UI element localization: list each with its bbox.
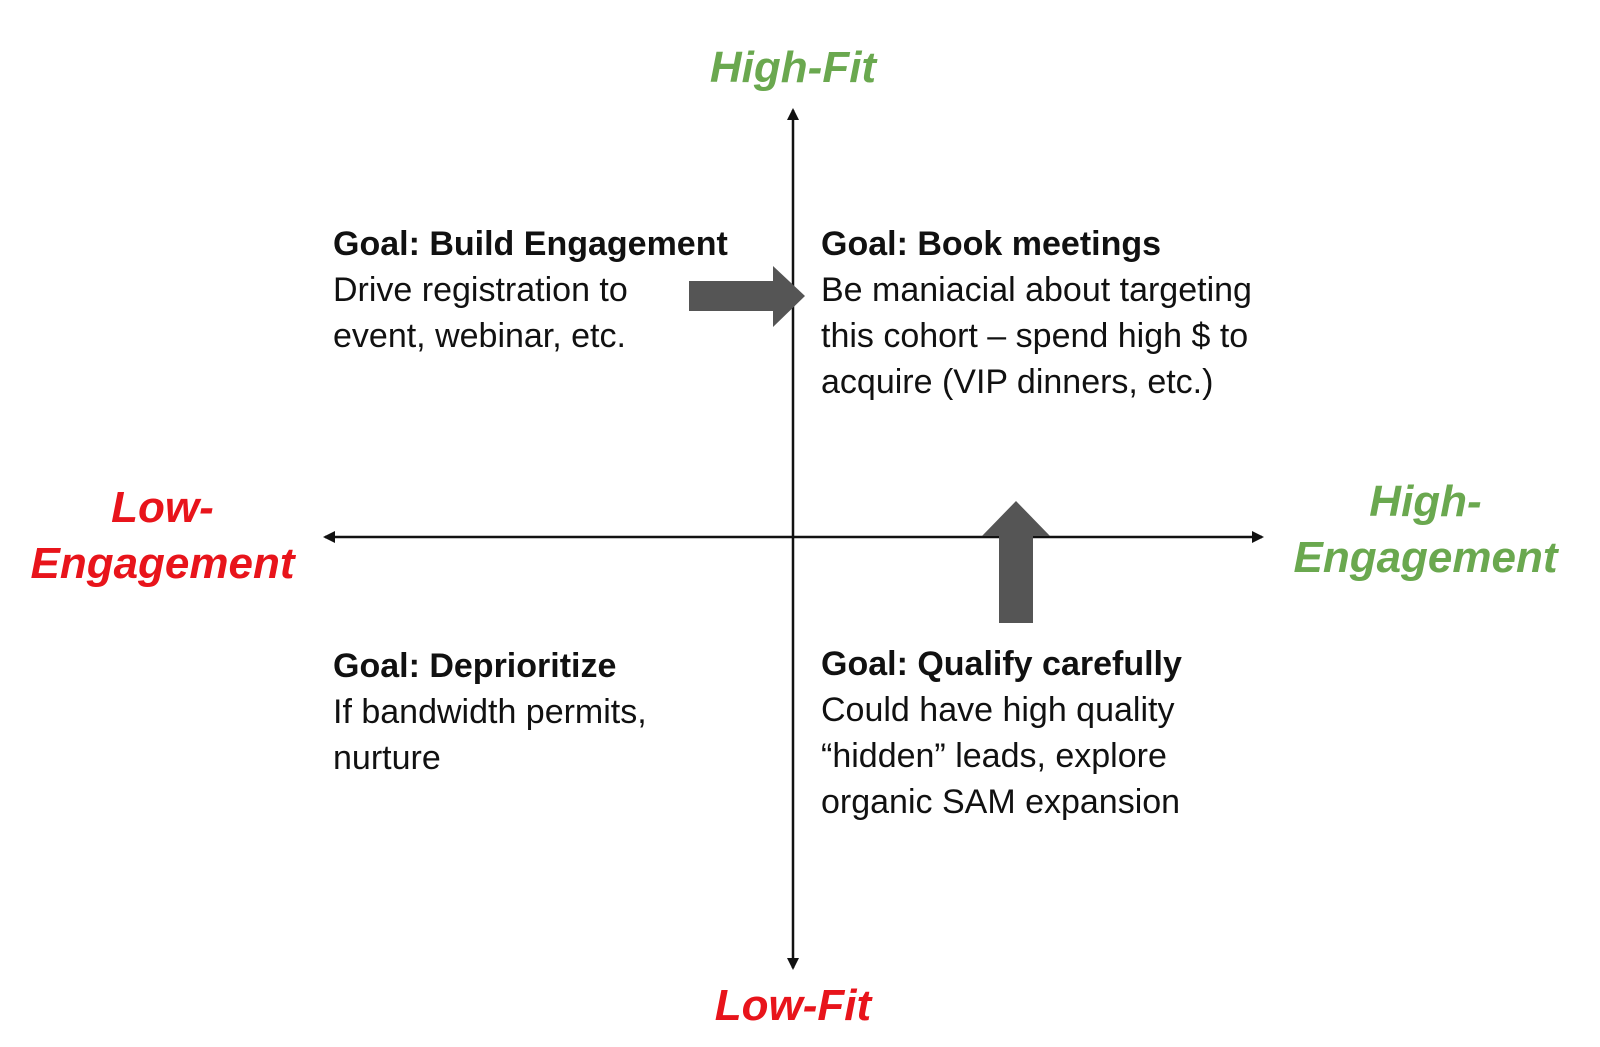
axis-label-high-fit-text: High-Fit — [709, 43, 877, 92]
quadrant-bottom-right: Goal: Qualify carefully Could have high … — [821, 641, 1182, 825]
quadrant-bottom-left-line: If bandwidth permits, — [333, 693, 647, 731]
quadrant-top-right-line: Be maniacial about targeting — [821, 271, 1252, 309]
axis-label-low-engagement-line2: Engagement — [30, 539, 295, 588]
quadrant-top-right-line: this cohort – spend high $ to — [821, 317, 1249, 355]
quadrant-top-right-goal: Goal: Book meetings — [821, 225, 1162, 263]
axis-label-high-fit: High-Fit — [693, 40, 893, 96]
arrow-right-block — [689, 266, 805, 327]
quadrant-top-right: Goal: Book meetings Be maniacial about t… — [821, 221, 1252, 405]
axis-label-high-engagement: High- Engagement — [1293, 474, 1558, 586]
arrow-up-block — [982, 501, 1050, 623]
axis-label-high-engagement-line2: Engagement — [1293, 533, 1558, 582]
quadrant-top-left-goal: Goal: Build Engagement — [333, 225, 728, 263]
quadrant-bottom-right-line: Could have high quality — [821, 691, 1175, 729]
quadrant-top-left-line: event, webinar, etc. — [333, 317, 626, 355]
quadrant-bottom-left: Goal: Deprioritize If bandwidth permits,… — [333, 643, 647, 781]
quadrant-bottom-left-line: nurture — [333, 739, 441, 777]
axis-label-low-engagement: Low- Engagement — [30, 480, 295, 592]
quadrant-bottom-right-line: organic SAM expansion — [821, 783, 1181, 821]
quadrant-top-left-line: Drive registration to — [333, 271, 628, 309]
axis-label-low-fit: Low-Fit — [693, 978, 893, 1034]
axis-label-high-engagement-line1: High- — [1369, 477, 1482, 526]
quadrant-bottom-left-goal: Goal: Deprioritize — [333, 647, 617, 685]
quadrant-bottom-right-line: “hidden” leads, explore — [821, 737, 1167, 775]
quadrant-top-left: Goal: Build Engagement Drive registratio… — [333, 221, 728, 359]
axis-label-low-fit-text: Low-Fit — [714, 981, 872, 1030]
axis-label-low-engagement-line1: Low- — [111, 483, 214, 532]
quadrant-bottom-right-goal: Goal: Qualify carefully — [821, 645, 1182, 683]
quadrant-top-right-line: acquire (VIP dinners, etc.) — [821, 363, 1214, 401]
